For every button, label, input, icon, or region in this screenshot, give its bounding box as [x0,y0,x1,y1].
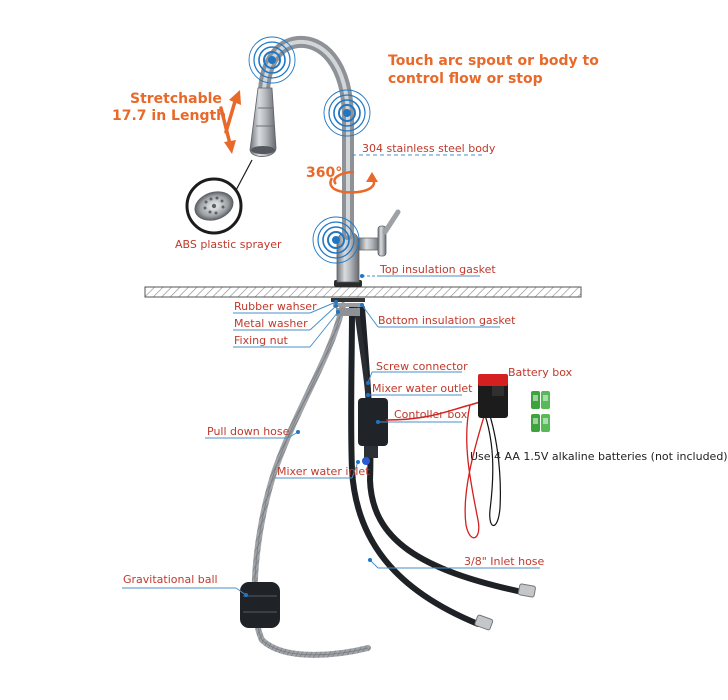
touch-rings-spout [323,89,371,137]
faucet-illustration [122,35,582,658]
label-gravitational-ball: Gravitational ball [123,573,218,586]
rotation-label: 360° [306,165,343,181]
label-top-gasket: Top insulation gasket [380,263,496,276]
leader-lines [122,154,540,596]
faucet-handle [358,237,381,251]
inlet-fitting-right [517,583,536,598]
label-controller-box: Contoller box [394,408,468,421]
rotation-arrow-icon [329,170,378,194]
stretch-line-2: 17.7 in Length [112,108,227,124]
rubber-washer [331,298,365,302]
gravitational-ball [240,582,280,628]
stretch-line-1: Stretchable [130,91,222,107]
label-mixer-outlet: Mixer water outlet [372,382,473,395]
countertop [144,286,582,298]
faucet-diagram: Touch arc spout or body to control flow … [112,35,728,658]
label-bottom-gasket: Bottom insulation gasket [378,314,516,327]
fixing-nut [336,308,360,316]
batteries [531,391,550,432]
label-fixing-nut: Fixing nut [234,334,288,347]
label-screw-connector: Screw connector [376,360,468,373]
battery-wire [385,401,481,421]
touch-rings-sprayer [248,36,296,84]
inlet-hose-left [348,305,481,627]
label-steel-body: 304 stainless steel body [362,142,496,155]
arc-spout [258,35,354,240]
headline-line-1: Touch arc spout or body to [388,53,599,69]
label-pull-down-hose: Pull down hose [207,425,290,438]
stretch-arrow-icon [219,90,241,154]
touch-rings-body [312,216,360,264]
headline-line-2: control flow or stop [388,71,543,87]
label-inlet-hose: 3/8" Inlet hose [464,555,545,568]
pull-out-sprayer [249,87,277,157]
controller-box [358,398,388,446]
label-batteries-note: Use 4 AA 1.5V alkaline batteries (not in… [470,450,728,463]
label-battery-box: Battery box [508,366,573,379]
label-sprayer: ABS plastic sprayer [175,238,282,251]
label-rubber-washer: Rubber wahser [234,300,317,313]
inlet-fitting-left [474,614,494,631]
label-metal-washer: Metal washer [234,317,308,330]
label-mixer-inlet: Mixer water inlet [277,465,370,478]
metal-washer [333,303,363,307]
